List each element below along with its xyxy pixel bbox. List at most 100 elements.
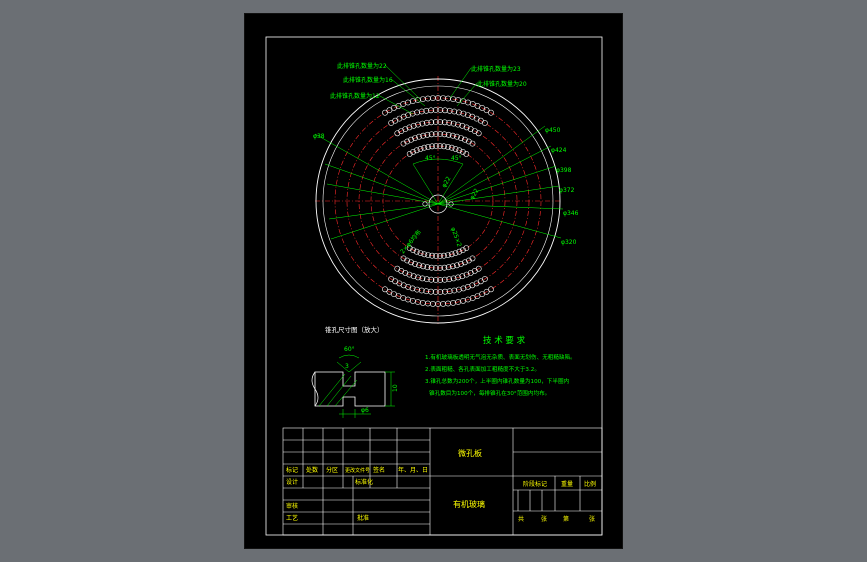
hole-top-5-16 bbox=[463, 150, 470, 157]
hole-bottom-2-13 bbox=[428, 288, 434, 295]
hole-bottom-3-20 bbox=[394, 265, 401, 272]
header-date: 年、月、日 bbox=[398, 466, 428, 474]
hole-top-5-9 bbox=[437, 143, 443, 149]
callout-leader-5 bbox=[456, 82, 478, 107]
center-hole bbox=[428, 194, 448, 214]
hole-top-3-15 bbox=[455, 121, 461, 128]
hole-bottom-4-15 bbox=[412, 260, 418, 267]
hole-top-3-16 bbox=[459, 122, 466, 129]
hole-bottom-5-14 bbox=[413, 248, 420, 255]
detail-view: 锥孔尺寸图（放大） 60° 10 3 φ6 bbox=[311, 325, 399, 418]
leader-line-1 bbox=[314, 133, 439, 205]
hole-bottom-4-18 bbox=[400, 255, 407, 262]
hole-top-2-17 bbox=[460, 110, 467, 117]
hole-bottom-4-2 bbox=[465, 257, 472, 264]
hole-top-5-6 bbox=[425, 143, 431, 150]
hole-bottom-4-5 bbox=[453, 262, 460, 269]
hole-top-5-14 bbox=[456, 147, 463, 154]
header-count: 处数 bbox=[306, 466, 318, 474]
fan-line-left-2 bbox=[326, 183, 439, 205]
sheets-label: 张 bbox=[541, 515, 547, 523]
hole-top-3-1 bbox=[394, 130, 401, 137]
hole-pattern bbox=[382, 95, 494, 307]
header-mark: 标记 bbox=[286, 466, 298, 474]
callout-leader-4 bbox=[449, 67, 472, 99]
hole-bottom-3-17 bbox=[406, 271, 413, 278]
hole-bottom-5-9 bbox=[433, 253, 439, 259]
callout-right-3: φ398 bbox=[556, 167, 572, 174]
angle-leg-left bbox=[412, 163, 439, 205]
hole-top-4-12 bbox=[445, 131, 452, 138]
hole-bottom-2-6 bbox=[460, 285, 467, 292]
tech-line-3: 3.锥孔总数为200个，上半圈内锥孔数量为100，下半圈内 bbox=[425, 377, 570, 385]
hole-top-4-13 bbox=[449, 132, 456, 139]
leader-line-2 bbox=[437, 125, 546, 205]
cad-drawing: 此排锥孔数量为22 此排锥孔数量为16 此排锥孔数量为12 此排锥孔数量为23 … bbox=[265, 36, 603, 536]
hole-bottom-4-7 bbox=[445, 264, 452, 271]
process-label: 工艺 bbox=[286, 514, 298, 522]
technical-requirements: 技 术 要 求 1.有机玻璃板透明无气泡无杂质、表面无划伤、无粗糙缺陷。 2.表… bbox=[425, 335, 576, 397]
center-pin-left bbox=[422, 201, 428, 207]
header-change-doc: 更改文件号 bbox=[345, 467, 370, 474]
callout-top-left-1: 此排锥孔数量为22 bbox=[337, 62, 387, 70]
weight-label: 重量 bbox=[561, 480, 573, 488]
header-sign: 签名 bbox=[373, 466, 385, 474]
fan-line-left-1 bbox=[324, 163, 439, 205]
hole-top-4-11 bbox=[441, 131, 448, 138]
hole-top-5-3 bbox=[413, 147, 420, 154]
hole-top-2-12 bbox=[437, 107, 444, 113]
hole-top-1-7 bbox=[409, 98, 416, 104]
hole-bottom-2-22 bbox=[388, 276, 394, 282]
callout-leader-3 bbox=[377, 94, 414, 115]
fan-line-left-4 bbox=[330, 203, 439, 240]
hole-top-2-18 bbox=[464, 112, 471, 118]
leader-line-5 bbox=[437, 185, 560, 205]
hole-top-4-16 bbox=[461, 136, 468, 143]
hole-top-4-17 bbox=[465, 138, 472, 145]
hole-bottom-2-16 bbox=[414, 286, 420, 293]
hole-bottom-2-12 bbox=[432, 289, 439, 295]
hole-top-5-8 bbox=[433, 143, 439, 149]
hole-top-2-5 bbox=[405, 112, 411, 118]
tech-line-2: 2.表面粗糙、各孔表面加工粗糙度不大于3.2。 bbox=[425, 365, 540, 373]
review-label: 审核 bbox=[286, 502, 298, 510]
center-lines bbox=[315, 76, 561, 326]
hole-top-3-11 bbox=[437, 119, 444, 125]
hole-bottom-2-8 bbox=[451, 287, 458, 294]
callout-leader-1 bbox=[384, 64, 421, 100]
hole-bottom-5-6 bbox=[444, 252, 451, 258]
header-zone: 分区 bbox=[326, 466, 338, 474]
hole-bottom-5-13 bbox=[417, 250, 424, 256]
hole-top-4-4 bbox=[412, 135, 418, 141]
hole-bottom-4-11 bbox=[428, 264, 435, 271]
hole-bottom-4-4 bbox=[458, 260, 464, 267]
tech-line-4: 锥孔数目为100个，每排锥孔在30°范围内均布。 bbox=[429, 389, 550, 397]
hole-bottom-4-1 bbox=[469, 255, 476, 262]
drawing-sheet: 此排锥孔数量为22 此排锥孔数量为16 此排锥孔数量为12 此排锥孔数量为23 … bbox=[244, 13, 623, 549]
hole-bottom-3-13 bbox=[423, 276, 430, 283]
hole-top-4-3 bbox=[408, 136, 414, 143]
hole-top-5-10 bbox=[440, 143, 447, 150]
callout-top-right-2: 此排锥孔数量为20 bbox=[477, 80, 527, 88]
hole-top-2-4 bbox=[400, 113, 407, 120]
detail-dim-b: 3 bbox=[345, 363, 349, 370]
hole-top-1-23 bbox=[488, 109, 494, 116]
hole-top-2-10 bbox=[428, 107, 434, 114]
center-dim-right: φ22 bbox=[469, 187, 481, 201]
hole-bottom-5-2 bbox=[459, 247, 466, 253]
center-pin-right bbox=[448, 201, 454, 207]
hole-top-5-11 bbox=[444, 143, 451, 150]
hole-top-2-15 bbox=[451, 108, 458, 115]
hole-bottom-1-5 bbox=[469, 295, 476, 301]
hole-top-5-15 bbox=[459, 148, 466, 155]
callout-right-6: φ320 bbox=[561, 239, 577, 246]
hole-bottom-2-18 bbox=[405, 283, 411, 290]
hole-bottom-4-9 bbox=[437, 265, 443, 271]
hole-bottom-2-5 bbox=[464, 283, 471, 290]
hole-top-3-12 bbox=[441, 119, 448, 126]
hole-top-4-14 bbox=[453, 133, 460, 140]
detail-dim-c: φ6 bbox=[361, 407, 369, 414]
hole-bottom-4-17 bbox=[404, 257, 411, 264]
hole-top-4-10 bbox=[437, 131, 443, 137]
hole-bottom-1-22 bbox=[386, 288, 393, 295]
